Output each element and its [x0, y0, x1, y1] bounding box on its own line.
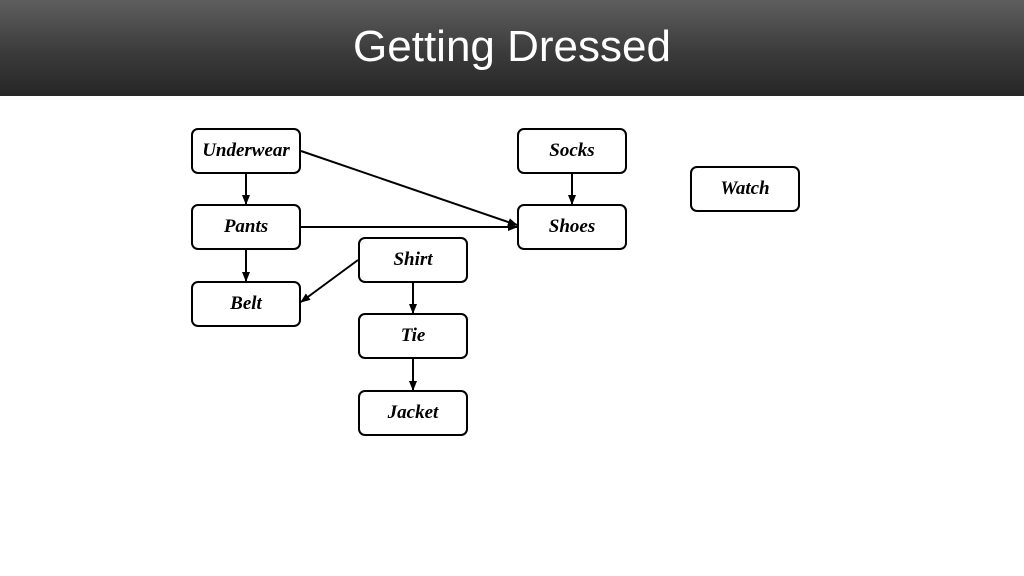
title-bar: Getting Dressed [0, 0, 1024, 96]
node-watch: Watch [690, 166, 800, 212]
slide-title: Getting Dressed [353, 22, 671, 71]
node-shoes: Shoes [517, 204, 627, 250]
node-socks: Socks [517, 128, 627, 174]
node-underwear: Underwear [191, 128, 301, 174]
node-jacket: Jacket [358, 390, 468, 436]
node-shirt: Shirt [358, 237, 468, 283]
edge-underwear-to-shoes [300, 150, 518, 226]
node-tie: Tie [358, 313, 468, 359]
node-belt: Belt [191, 281, 301, 327]
edge-shirt-to-belt [300, 259, 359, 303]
node-pants: Pants [191, 204, 301, 250]
